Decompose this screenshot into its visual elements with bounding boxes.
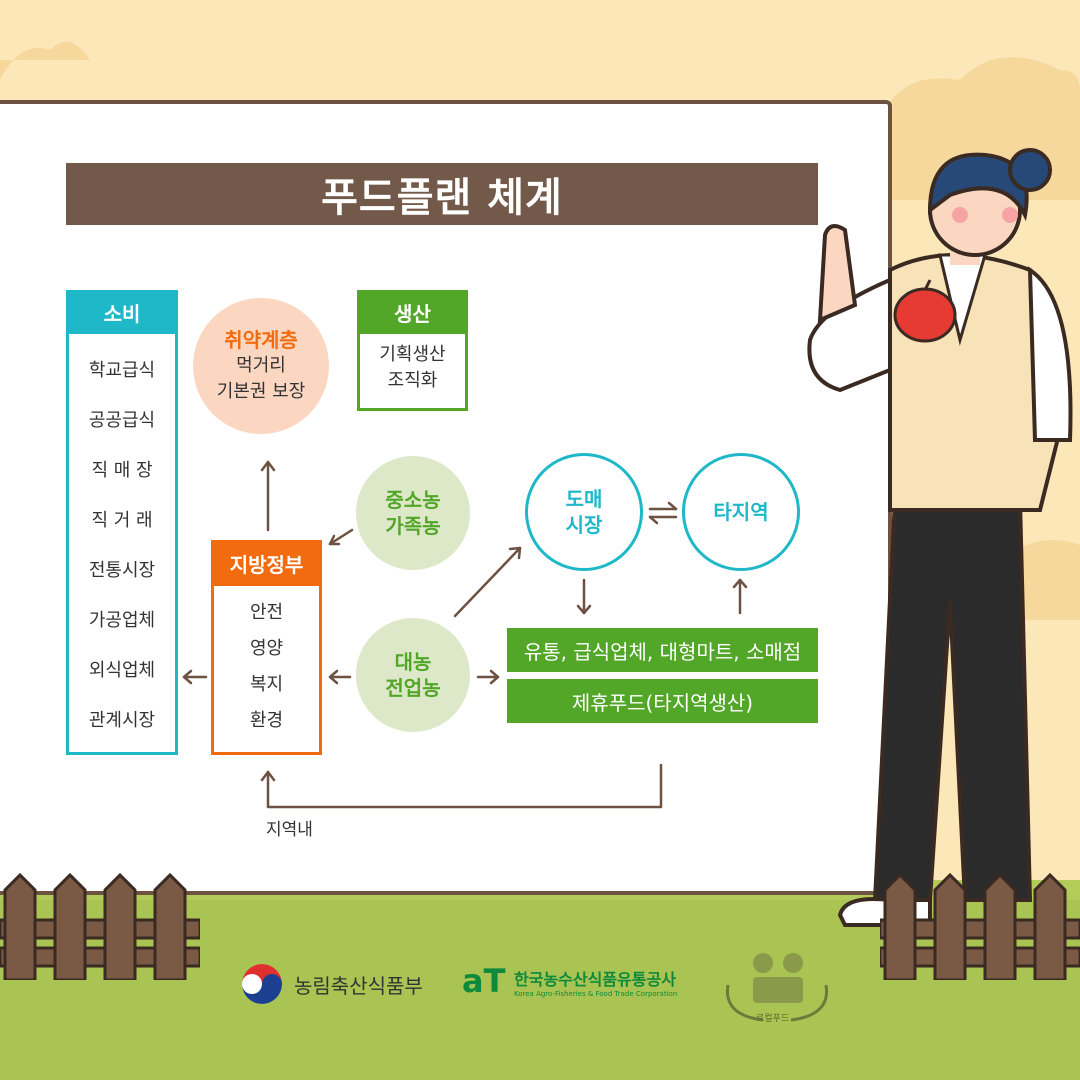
fence-left xyxy=(0,872,200,980)
small-farm-line2: 가족농 xyxy=(385,514,441,538)
vulnerable-title: 취약계층 xyxy=(224,328,298,352)
small-farm-line1: 중소농 xyxy=(385,488,441,512)
localfood-logo: 로컬푸드 xyxy=(718,945,836,1025)
list-item: 직 매 장 xyxy=(91,460,153,481)
at-name: 한국농수산식품유통공사 xyxy=(514,970,676,989)
production-line1: 기획생산 xyxy=(379,344,446,365)
vulnerable-line2: 기본권 보장 xyxy=(216,381,306,402)
list-item: 관계시장 xyxy=(88,710,156,731)
local-label: 지역내 xyxy=(266,820,313,840)
page-title: 푸드플랜 체계 xyxy=(66,163,818,225)
wholesale-line1: 도매 xyxy=(565,487,603,511)
local-government-box: 지방정부 안전 영양 복지 환경 xyxy=(211,540,322,755)
localfood-label: 로컬푸드 xyxy=(756,1014,790,1024)
at-logo: aT 한국농수산식품유통공사 Korea Agro-Fisheries & Fo… xyxy=(462,962,692,1006)
vulnerable-circle: 취약계층 먹거리 기본권 보장 xyxy=(193,298,329,434)
vulnerable-line1: 먹거리 xyxy=(236,355,286,376)
large-farm-line1: 대농 xyxy=(394,650,432,674)
production-header: 생산 xyxy=(357,290,468,334)
partner-food-bar: 제휴푸드(타지역생산) xyxy=(507,679,818,723)
taegeuk-icon xyxy=(242,964,282,1004)
list-item: 직 거 래 xyxy=(91,510,153,531)
list-item: 환경 xyxy=(249,710,284,731)
character-illustration xyxy=(807,148,1073,927)
local-government-header: 지방정부 xyxy=(211,540,322,586)
distribution-bar: 유통, 급식업체, 대형마트, 소매점 xyxy=(507,628,818,672)
list-item: 학교급식 xyxy=(88,360,156,381)
production-box: 생산 기획생산 조직화 xyxy=(357,290,468,411)
fence-right xyxy=(880,872,1080,980)
consumption-list: 학교급식 공공급식 직 매 장 직 거 래 전통시장 가공업체 외식업체 관계시… xyxy=(69,334,175,746)
wholesale-market-circle: 도매 시장 xyxy=(525,453,643,571)
flow-arrows xyxy=(182,460,748,809)
small-farm-circle: 중소농 가족농 xyxy=(356,456,470,570)
localfood-emblem-icon xyxy=(725,953,829,1022)
list-item: 영양 xyxy=(249,638,284,659)
list-item: 안전 xyxy=(249,602,284,623)
large-farm-line2: 전업농 xyxy=(385,676,441,700)
consumption-box: 소비 학교급식 공공급식 직 매 장 직 거 래 전통시장 가공업체 외식업체 … xyxy=(66,290,178,755)
at-mark: aT xyxy=(462,962,506,1000)
large-farm-circle: 대농 전업농 xyxy=(356,618,470,732)
list-item: 외식업체 xyxy=(88,660,156,681)
list-item: 공공급식 xyxy=(88,410,156,431)
production-line2: 조직화 xyxy=(387,370,438,391)
at-english: Korea Agro-Fisheries & Food Trade Corpor… xyxy=(514,990,678,998)
ministry-name: 농림축산식품부 xyxy=(294,973,423,998)
list-item: 복지 xyxy=(249,674,284,695)
other-region-circle: 타지역 xyxy=(682,453,800,571)
list-item: 가공업체 xyxy=(88,610,156,631)
list-item: 전통시장 xyxy=(88,560,156,581)
wholesale-line2: 시장 xyxy=(565,513,603,537)
consumption-header: 소비 xyxy=(66,290,178,334)
ministry-logo: 농림축산식품부 xyxy=(240,962,440,1006)
other-region-label: 타지역 xyxy=(713,500,769,524)
